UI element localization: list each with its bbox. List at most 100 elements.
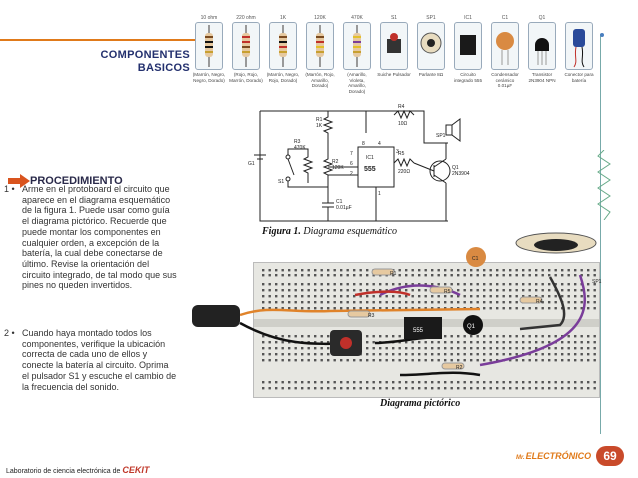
sch-label-r5: R5 (398, 151, 405, 157)
pic-label-r3: R3 (368, 313, 375, 319)
resistor-icon (269, 22, 297, 70)
component-desc: (Amarillo, Violeta, Amarillo, Dorado) (347, 72, 367, 94)
component-card: 120K (Marrón, Rojo, Amarillo, Dorado) (303, 14, 337, 89)
pic-label-r1: R1 (390, 271, 397, 277)
switch-button (340, 337, 352, 349)
component-desc: (Rojo, Rojo, Marrón, Dorado) (229, 72, 263, 83)
ic-chip (404, 317, 442, 339)
component-desc: (Marrón, Negro, Negro, Dorado) (192, 72, 226, 83)
component-value: 1K (279, 15, 287, 21)
sch-pin-8: 8 (362, 141, 365, 147)
component-desc: Parlante 8Ω (418, 72, 444, 77)
sch-label-r2: R2 (332, 159, 339, 165)
pic-label-ic: 555 (413, 328, 424, 334)
sch-label-r3: R3 (294, 139, 301, 145)
sch-value-c: 0.01µF (336, 205, 352, 211)
sch-pin-4: 4 (378, 141, 381, 147)
resistor-r2 (441, 362, 465, 370)
components-title-line1: COMPONENTES (100, 49, 190, 61)
sch-value-r4: 10Ω (398, 121, 408, 127)
transistor-body (463, 315, 483, 335)
component-value: 470K (351, 15, 363, 21)
speaker-icon (417, 22, 445, 70)
sch-pin-1: 1 (378, 191, 381, 197)
pic-label-q: Q1 (467, 324, 476, 330)
sch-label-q: Q1 (452, 165, 459, 171)
capacitor-body (466, 247, 486, 267)
resistor-r4 (519, 296, 543, 304)
zigzag-icon (597, 150, 611, 220)
resistor-r5 (429, 286, 453, 294)
cap-icon (491, 22, 519, 70)
resistor-r1 (371, 268, 395, 276)
sch-pin-2: 2 (350, 171, 353, 177)
pic-label-r4: R4 (536, 299, 543, 305)
schematic-diagram: R1 1K R2 120K R3 470K R4 10Ω R5 220Ω IC1… (248, 104, 470, 222)
component-card: 220 ohm (Rojo, Rojo, Marrón, Dorado) (229, 14, 263, 83)
sch-value-r1: 1K (316, 123, 323, 129)
sch-label-sp: SP1 (436, 133, 446, 139)
pictorial-components: 555 Q1 C1 R1 R3 R4 R5 R2 SP1 (192, 232, 602, 377)
component-value: 220 ohm (236, 15, 256, 21)
resistor-icon (343, 22, 371, 70)
pic-label-c: C1 (472, 256, 479, 262)
header-rule (0, 39, 196, 41)
component-value: SP1 (426, 15, 436, 21)
arrow-icon (8, 174, 30, 188)
sch-value-q: 2N3904 (452, 171, 470, 177)
pic-label-r2: R2 (456, 365, 463, 371)
footer: Laboratorio de ciencia electrónica de CE… (6, 465, 149, 475)
battery-connector (192, 305, 240, 327)
components-title-line2: BASICOS (137, 62, 190, 74)
sch-value-ic: 555 (364, 166, 376, 173)
step-text: Cuando haya montado todos los componente… (22, 328, 177, 392)
component-desc: Conector para batería (564, 72, 594, 83)
step-number: 2 • (4, 328, 15, 338)
right-divider (600, 34, 601, 434)
sch-label-s: S1 (278, 179, 284, 185)
component-desc: Suiche Pulsador (377, 72, 411, 77)
resistor-icon (195, 22, 223, 70)
component-value: 120K (314, 15, 326, 21)
connector-icon (565, 22, 593, 70)
footer-text: Laboratorio de ciencia electrónica de (6, 468, 123, 475)
resistor-r3 (347, 310, 371, 318)
sch-value-r5: 220Ω (398, 169, 410, 175)
component-desc: Transistor 2N3904 NPN (528, 72, 556, 83)
sch-pin-6: 6 (350, 161, 353, 167)
component-card: 470K (Amarillo, Violeta, Amarillo, Dorado… (340, 14, 374, 94)
sch-label-r1: R1 (316, 117, 323, 123)
sch-pin-7: 7 (350, 151, 353, 157)
sch-label-g: G1 (248, 161, 255, 167)
pic-label-r5: R5 (444, 289, 451, 295)
component-desc: Circuito integrado 555 (453, 72, 483, 83)
resistor-icon (306, 22, 334, 70)
resistor-icon (232, 22, 260, 70)
schematic-caption-text: Diagrama esquemático (300, 226, 398, 237)
step-text: Arme en el protoboard el circuito que ap… (22, 184, 177, 291)
pictorial-caption: Diagrama pictórico (380, 398, 461, 409)
sch-value-r3: 470K (294, 145, 306, 151)
component-card: 10 ohm(Marrón, Negro, Negro, Dorado) (192, 14, 226, 83)
component-value: C1 (501, 15, 509, 21)
procedure-title: PROCEDIMIENTO (30, 175, 123, 187)
component-value: S1 (390, 15, 398, 21)
component-card: 1K(Marrón, Negro, Rojo, Dorado) (266, 14, 300, 83)
blue-dot-icon (600, 33, 604, 37)
logo-prefix: Mr. (516, 455, 525, 461)
speaker-center (534, 239, 578, 251)
logo-text: ELECTRÓNICO (525, 451, 592, 461)
footer-brand: CEKIT (122, 465, 150, 475)
sch-value-r2: 120K (332, 165, 344, 171)
mr-electronico-logo: Mr.ELECTRÓNICO (516, 451, 591, 461)
component-desc: (Marrón, Rojo, Amarillo, Dorado) (305, 72, 335, 88)
ic-icon (454, 22, 482, 70)
transistor-icon (528, 22, 556, 70)
step-number: 1 • (4, 184, 15, 194)
sch-label-r4: R4 (398, 104, 405, 110)
